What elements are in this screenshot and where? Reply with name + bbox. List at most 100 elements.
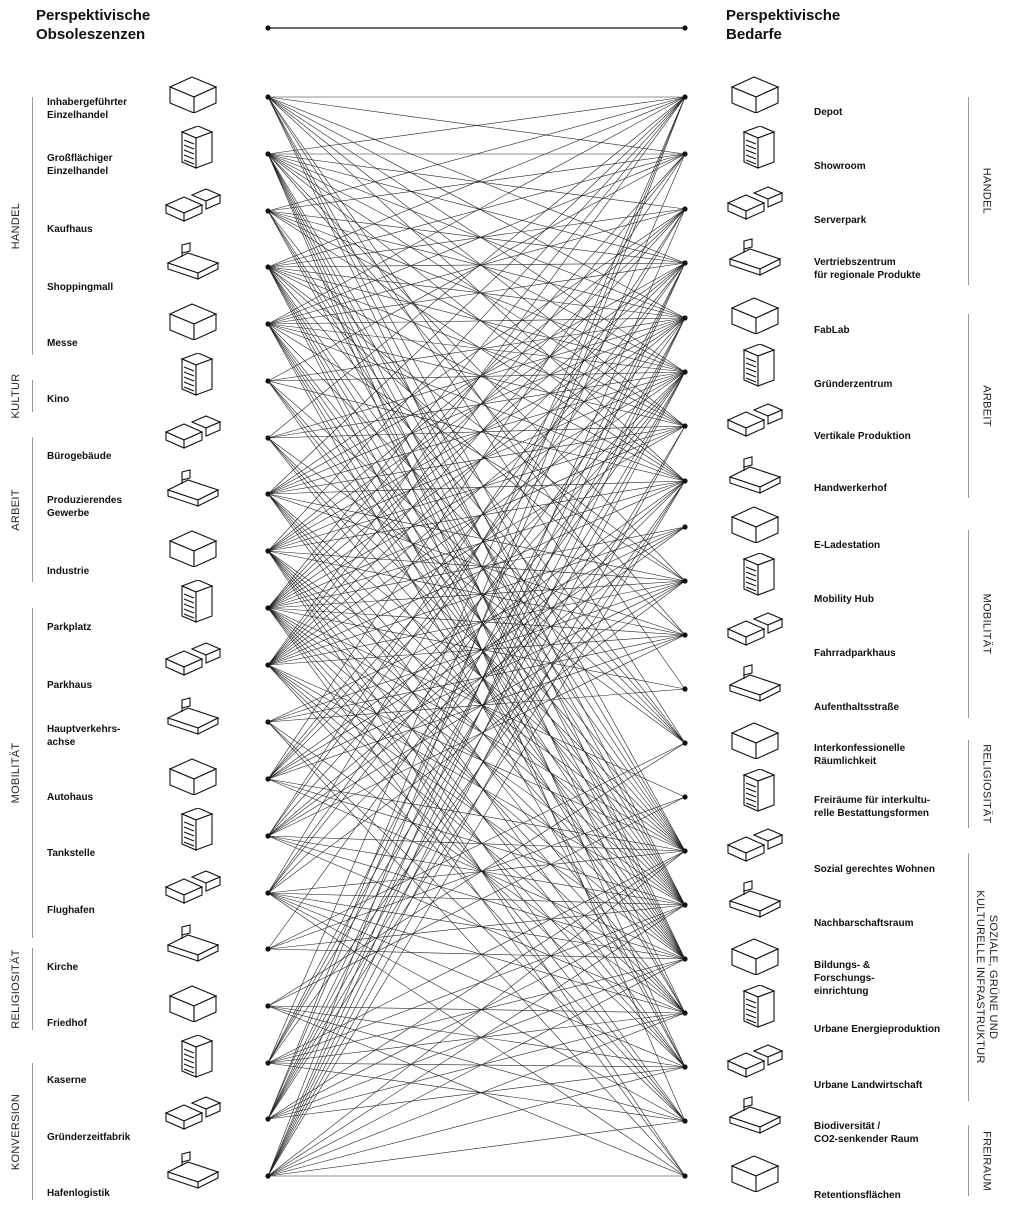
fair-icon: [162, 296, 224, 341]
right-item-label: Urbane Energieproduktion: [814, 1024, 941, 1035]
connection-line: [267, 153, 686, 319]
connection-line: [267, 323, 686, 744]
connection-line: [267, 1066, 686, 1120]
connection-line: [267, 96, 686, 319]
connection-line: [267, 904, 686, 1177]
industry-chimney-icon: [162, 523, 224, 568]
startup-center-icon: [724, 343, 786, 388]
left-node: [265, 719, 271, 725]
connection-line: [267, 380, 686, 852]
connection-line: [267, 96, 686, 373]
connection-line: [267, 664, 686, 906]
connection-line: [267, 153, 686, 780]
old-factory-icon: [162, 1091, 224, 1135]
connection-line: [267, 96, 686, 264]
right-item-label: Freiräume für interkultu-relle Bestattun…: [814, 795, 931, 819]
left-item-label: Kirche: [47, 962, 79, 973]
connection-line: [267, 550, 686, 960]
connection-line: [267, 371, 686, 1177]
connection-line: [267, 904, 686, 1120]
connection-line: [267, 526, 686, 780]
connection-line: [267, 208, 686, 837]
connection-line: [267, 96, 686, 1120]
retail-icon: [162, 69, 224, 114]
connection-line: [267, 96, 686, 744]
right-item-label: Biodiversität /CO2-senkender Raum: [814, 1121, 919, 1145]
factory-sawtooth-icon: [162, 466, 224, 510]
connection-line: [267, 380, 686, 960]
connection-line: [267, 96, 686, 427]
connection-line: [267, 210, 686, 960]
category-text: MOBILITÄT: [10, 742, 22, 804]
connection-line: [267, 371, 686, 1120]
connection-line: [267, 664, 686, 1122]
right-item-label: Showroom: [814, 161, 866, 172]
connection-line: [267, 262, 686, 837]
right-node: [682, 1173, 688, 1179]
left-item-label: Autohaus: [47, 792, 94, 803]
connection-line: [267, 958, 686, 1177]
fablab-icon: [724, 290, 786, 335]
connection-line: [267, 266, 686, 1014]
category-text: MOBILITÄT: [980, 593, 993, 655]
left-header-line2: Obsoleszenzen: [36, 26, 146, 43]
street-trees-icon: [724, 661, 786, 705]
connection-line: [267, 1012, 686, 1064]
airport-icon: [162, 865, 224, 909]
connection-line: [267, 380, 686, 482]
left-item-label: Hauptverkehrs-achse: [47, 724, 121, 748]
connection-line: [267, 634, 686, 666]
right-node: [682, 315, 688, 321]
connection-line: [267, 607, 686, 690]
connection-line: [267, 96, 686, 155]
right-node: [682, 740, 688, 746]
right-item-label: Bildungs- &Forschungs-einrichtung: [814, 960, 875, 997]
biodiversity-icon: [724, 1093, 786, 1137]
connection-line: [267, 493, 686, 906]
connection-line: [267, 262, 686, 780]
connection-line: [267, 580, 686, 894]
right-item-label: FabLab: [814, 325, 850, 336]
left-node: [265, 833, 271, 839]
connection-line: [267, 317, 686, 780]
left-node: [265, 605, 271, 611]
right-node: [682, 794, 688, 800]
connection-line: [267, 262, 686, 1120]
connection-line: [267, 425, 686, 552]
category-bracket: [32, 608, 33, 938]
connection-line: [267, 323, 686, 427]
connection-line: [267, 323, 686, 1068]
connection-line: [267, 371, 686, 609]
parking-sign-icon: [162, 579, 224, 624]
connection-line: [267, 892, 686, 1014]
right-item-label: E-Ladestation: [814, 540, 881, 551]
left-item-label: Hafenlogistik: [47, 1188, 110, 1199]
connection-line: [267, 904, 686, 1064]
connection-line: [267, 1012, 686, 1120]
connection-line: [267, 266, 686, 852]
charging-station-icon: [724, 499, 786, 544]
right-node: [682, 902, 688, 908]
left-node: [265, 1116, 271, 1122]
left-node: [265, 890, 271, 896]
connection-line: [267, 778, 686, 960]
right-node: [682, 956, 688, 962]
left-item-label: Friedhof: [47, 1018, 87, 1029]
right-node: [682, 478, 688, 484]
connection-line: [267, 210, 686, 852]
left-node: [265, 776, 271, 782]
depot-icon: [724, 69, 786, 114]
right-item-label: Aufenthaltsstraße: [814, 702, 900, 713]
connection-line: [267, 425, 686, 609]
category-text: HANDEL: [980, 167, 993, 215]
connection-line: [267, 266, 686, 744]
connection-line: [267, 892, 686, 1177]
connection-line: [267, 425, 686, 1177]
connection-line: [267, 664, 686, 960]
department-store-icon: [162, 183, 224, 227]
vertical-production-icon: [724, 398, 786, 442]
category-text: RELIGIOSITÄT: [980, 744, 993, 824]
connection-line: [267, 96, 686, 482]
